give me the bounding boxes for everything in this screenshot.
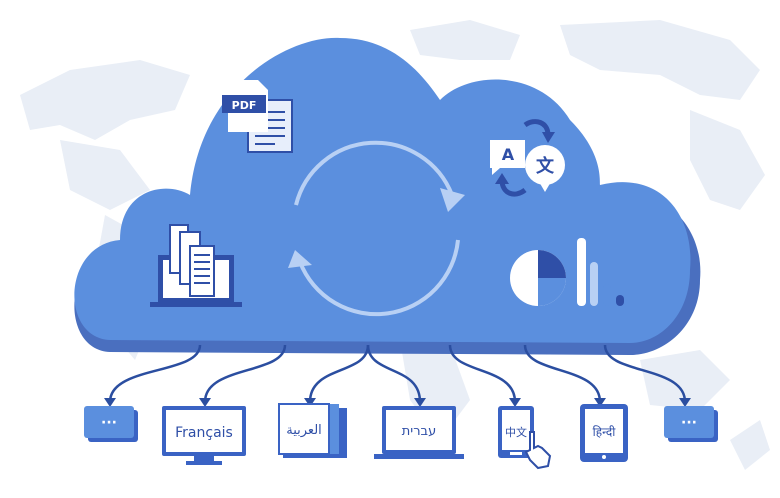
hindi-label: हिन्दी: [593, 425, 617, 439]
analytics-chart-icon: [510, 238, 624, 306]
translate-letter-zh: 文: [536, 155, 555, 177]
french-label: Français: [175, 425, 233, 441]
sync-arrowhead-left: [288, 250, 312, 268]
sync-arrows-icon: [294, 140, 460, 317]
phone-chinese: 中文: [498, 406, 552, 470]
more-languages-left: ···: [84, 406, 138, 442]
laptop-documents-icon: [150, 224, 242, 307]
world-map-background: [20, 20, 770, 470]
hand-pointer-icon: [524, 431, 552, 470]
more-languages-right: ···: [664, 406, 718, 442]
book-arabic: العربية: [278, 403, 347, 458]
arabic-label: العربية: [286, 423, 322, 438]
laptop-hebrew: עברית: [374, 406, 464, 459]
hebrew-label: עברית: [402, 424, 436, 439]
connector-arrowheads: [104, 398, 691, 407]
translate-letter-a: A: [502, 145, 515, 164]
pdf-label: PDF: [232, 99, 257, 112]
more-left-label: ···: [101, 415, 117, 431]
chinese-label: 中文: [505, 425, 527, 439]
connector-lines: [108, 344, 687, 403]
more-right-label: ···: [681, 415, 697, 431]
pdf-document-icon: PDF: [222, 80, 293, 153]
sync-arrowhead-right: [440, 188, 465, 212]
translate-icon: A 文: [490, 119, 565, 197]
tablet-hindi: हिन्दी: [580, 404, 628, 462]
monitor-french: Français: [162, 406, 246, 465]
